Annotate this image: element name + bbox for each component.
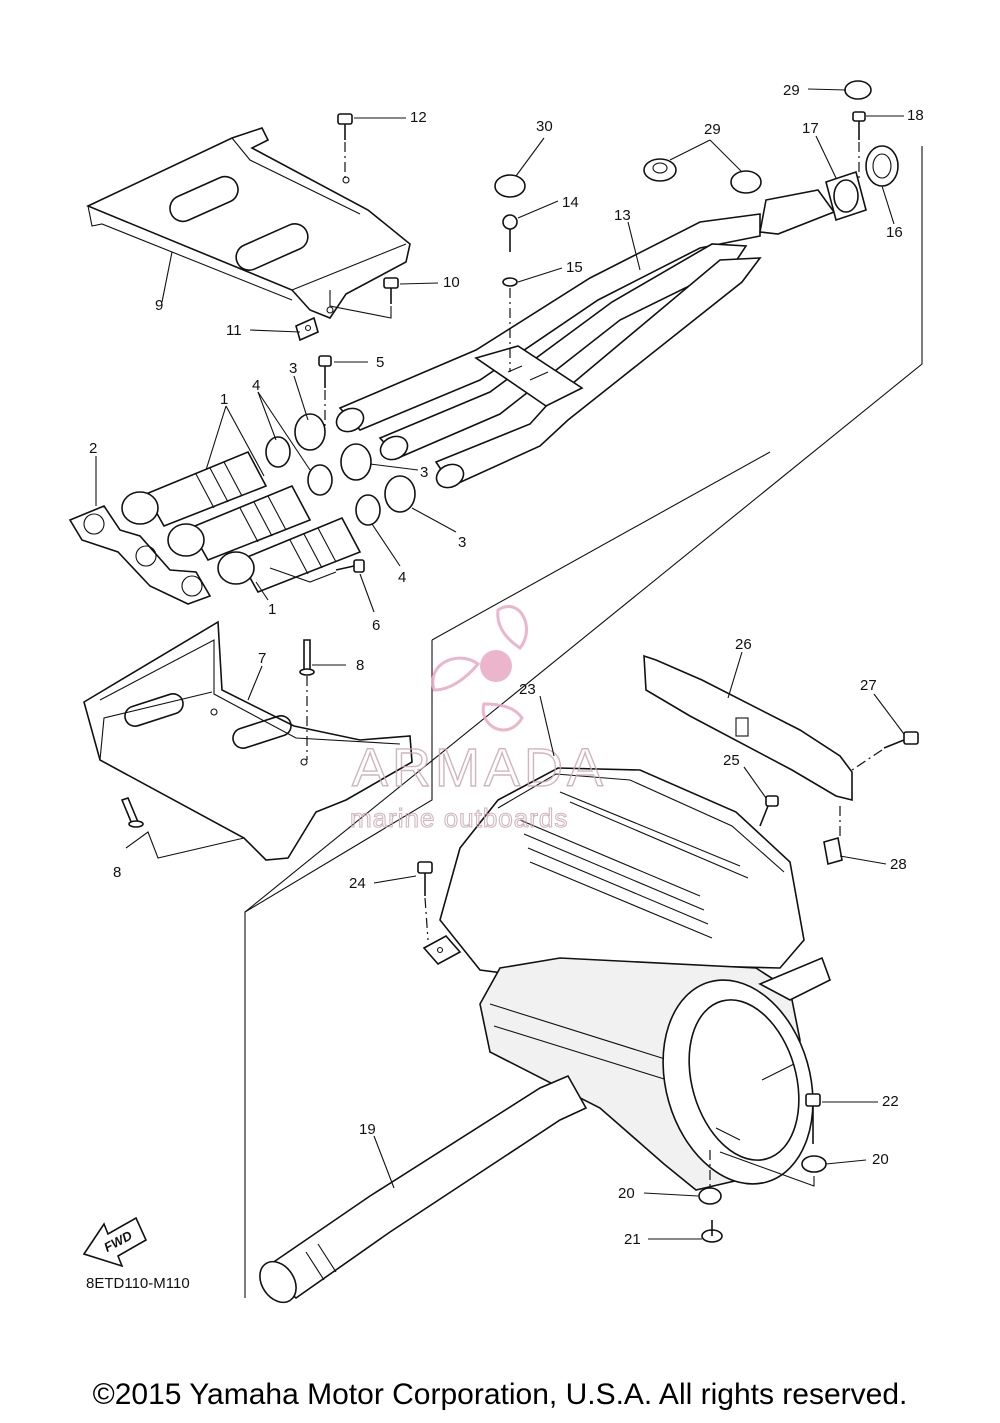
callout-20-lower: 20 <box>618 1185 635 1202</box>
watermark-brand: ARMADA <box>352 738 607 798</box>
callout-25: 25 <box>723 752 740 769</box>
bolt-5 <box>318 355 332 430</box>
callout-4-upper: 4 <box>252 377 260 394</box>
muffler-body <box>479 956 831 1191</box>
callout-15: 15 <box>566 259 583 276</box>
callout-26: 26 <box>735 636 752 653</box>
callout-4-lower: 4 <box>398 569 406 586</box>
seal-16 <box>865 145 899 187</box>
bolt-18 <box>852 111 866 180</box>
bracket-11 <box>295 290 392 342</box>
armada-watermark: ARMADA marine outboards <box>349 605 607 834</box>
ring-4 <box>265 436 381 526</box>
leader-lines <box>95 88 905 1240</box>
cap-29 <box>730 80 872 194</box>
callout-5: 5 <box>376 354 384 371</box>
muffler-cover-23 <box>422 767 805 987</box>
grommet-29 <box>643 158 677 182</box>
callout-10: 10 <box>443 274 460 291</box>
exhaust-pipe-y <box>335 189 836 489</box>
callout-24: 24 <box>349 875 366 892</box>
callout-1-lower: 1 <box>268 601 276 618</box>
callout-3-lower: 3 <box>458 534 466 551</box>
callout-29-top: 29 <box>783 82 800 99</box>
gasket-2 <box>68 505 212 605</box>
propeller-logo <box>431 605 528 732</box>
cap-30 <box>494 174 526 198</box>
callout-3-upper: 3 <box>289 360 297 377</box>
fwd-arrow-icon: FWD <box>82 1216 148 1268</box>
callout-7: 7 <box>258 650 266 667</box>
callout-8-upper: 8 <box>356 657 364 674</box>
callout-labels: 1 1 2 3 3 3 4 4 5 6 7 8 8 9 10 11 12 13 … <box>89 82 924 1248</box>
assembly-frame-lines <box>244 146 923 1298</box>
callout-3-middle: 3 <box>420 464 428 481</box>
callout-17: 17 <box>802 120 819 137</box>
cover-vents <box>519 791 749 939</box>
callout-28: 28 <box>890 856 907 873</box>
bolt-6 <box>269 559 365 583</box>
rivet-8 <box>120 639 315 859</box>
bolt-12 <box>337 113 353 178</box>
callout-23: 23 <box>519 681 536 698</box>
bolts-20-22-grommets <box>698 1093 827 1243</box>
callout-29-middle: 29 <box>704 121 721 138</box>
callout-18: 18 <box>907 107 924 124</box>
bolt-24 <box>417 861 433 941</box>
callout-21: 21 <box>624 1231 641 1248</box>
manifold-pipes-1 <box>121 450 362 593</box>
callout-11: 11 <box>226 322 242 339</box>
washer-15 <box>502 277 518 287</box>
callout-20-right: 20 <box>872 1151 889 1168</box>
lower-heat-shield <box>83 620 413 861</box>
callout-30: 30 <box>536 118 553 135</box>
callout-14: 14 <box>562 194 579 211</box>
callout-9: 9 <box>155 297 163 314</box>
callout-1-upper: 1 <box>220 391 228 408</box>
bracket-26 <box>643 654 853 802</box>
callout-19: 19 <box>359 1121 376 1138</box>
callout-22: 22 <box>882 1093 899 1110</box>
callout-16: 16 <box>886 224 903 241</box>
callout-8-lower: 8 <box>113 864 121 881</box>
callout-12: 12 <box>410 109 427 126</box>
copyright-footer: ©2015 Yamaha Motor Corporation, U.S.A. A… <box>92 1378 908 1411</box>
bolt-10 <box>383 277 399 304</box>
callout-27: 27 <box>860 677 877 694</box>
drawing-code: 8ETD110-M110 <box>86 1275 190 1292</box>
callout-6: 6 <box>372 617 380 634</box>
watermark-tagline: marine outboards <box>350 803 568 833</box>
upper-heat-shield <box>86 127 411 319</box>
callout-13: 13 <box>614 207 631 224</box>
tail-pipe-19 <box>259 1074 588 1304</box>
callout-2: 2 <box>89 440 97 457</box>
clamp-3 <box>294 413 416 513</box>
bolt-25-27-nut-28 <box>759 731 919 866</box>
bolt-14 <box>502 214 518 252</box>
clamp-17 <box>825 170 867 222</box>
